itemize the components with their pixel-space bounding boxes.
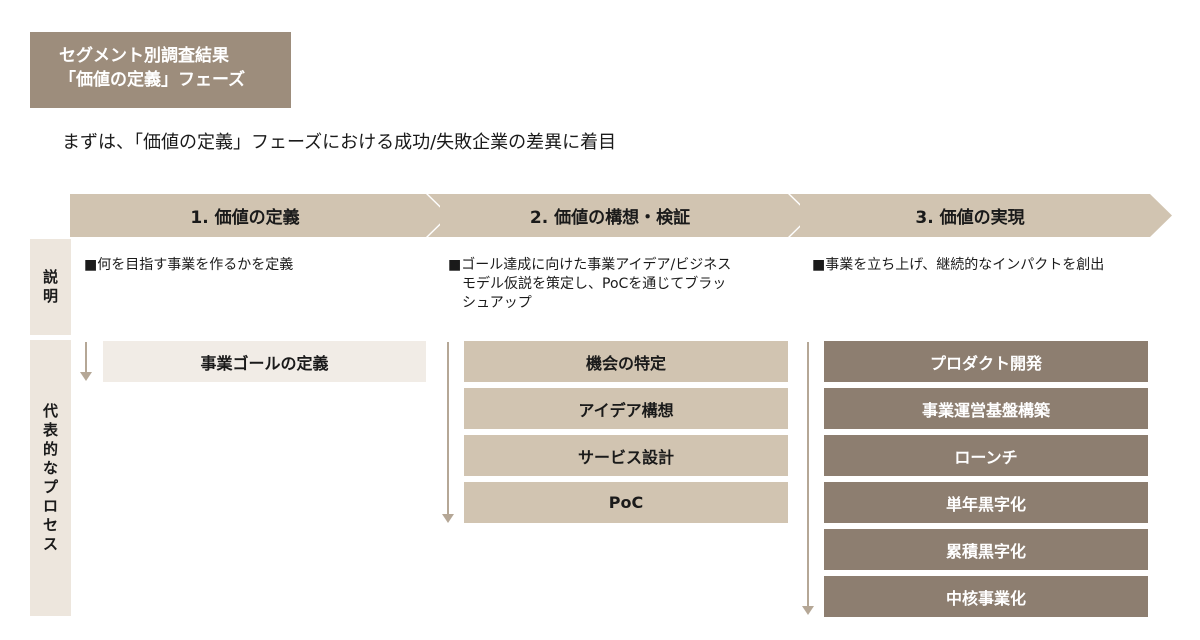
flow-arrow-3: [802, 342, 814, 615]
process-box-phase2: アイデア構想: [464, 388, 788, 429]
description-phase-2: ■ゴール達成に向けた事業アイデア/ビジネス モデル仮説を策定し、PoCを通じてブ…: [448, 257, 732, 311]
process-box-phase3: 単年黒字化: [824, 482, 1148, 523]
process-box-phase3: 事業運営基盤構築: [824, 388, 1148, 429]
lead-text: まずは、「価値の定義」フェーズにおける成功/失敗企業の差異に着目: [62, 132, 617, 153]
phase-label-1: 1. 価値の定義: [75, 194, 415, 237]
section-tag-line-2: 「価値の定義」フェーズ: [59, 70, 246, 90]
process-box-phase3: 累積黒字化: [824, 529, 1148, 570]
process-box-phase3: プロダクト開発: [824, 341, 1148, 382]
section-tag-line-1: セグメント別調査結果: [59, 46, 229, 66]
phase-label-2: 2. 価値の構想・検証: [440, 194, 780, 237]
description-phase-1: ■何を目指す事業を作るかを定義: [84, 257, 294, 273]
side-label-description: 説 明: [30, 239, 71, 335]
section-tag: セグメント別調査結果 「価値の定義」フェーズ: [30, 32, 291, 108]
flow-arrow-1: [80, 342, 92, 381]
process-box-phase1: 事業ゴールの定義: [103, 341, 426, 382]
process-box-phase2: サービス設計: [464, 435, 788, 476]
side-label-process: 代 表 的 な プ ロ セ ス: [30, 340, 71, 616]
process-box-phase2: PoC: [464, 482, 788, 523]
phase-label-3: 3. 価値の実現: [800, 194, 1140, 237]
process-box-phase3: 中核事業化: [824, 576, 1148, 617]
description-phase-3: ■事業を立ち上げ、継続的なインパクトを創出: [812, 257, 1105, 273]
process-box-phase2: 機会の特定: [464, 341, 788, 382]
process-box-phase3: ローンチ: [824, 435, 1148, 476]
flow-arrow-2: [442, 342, 454, 523]
